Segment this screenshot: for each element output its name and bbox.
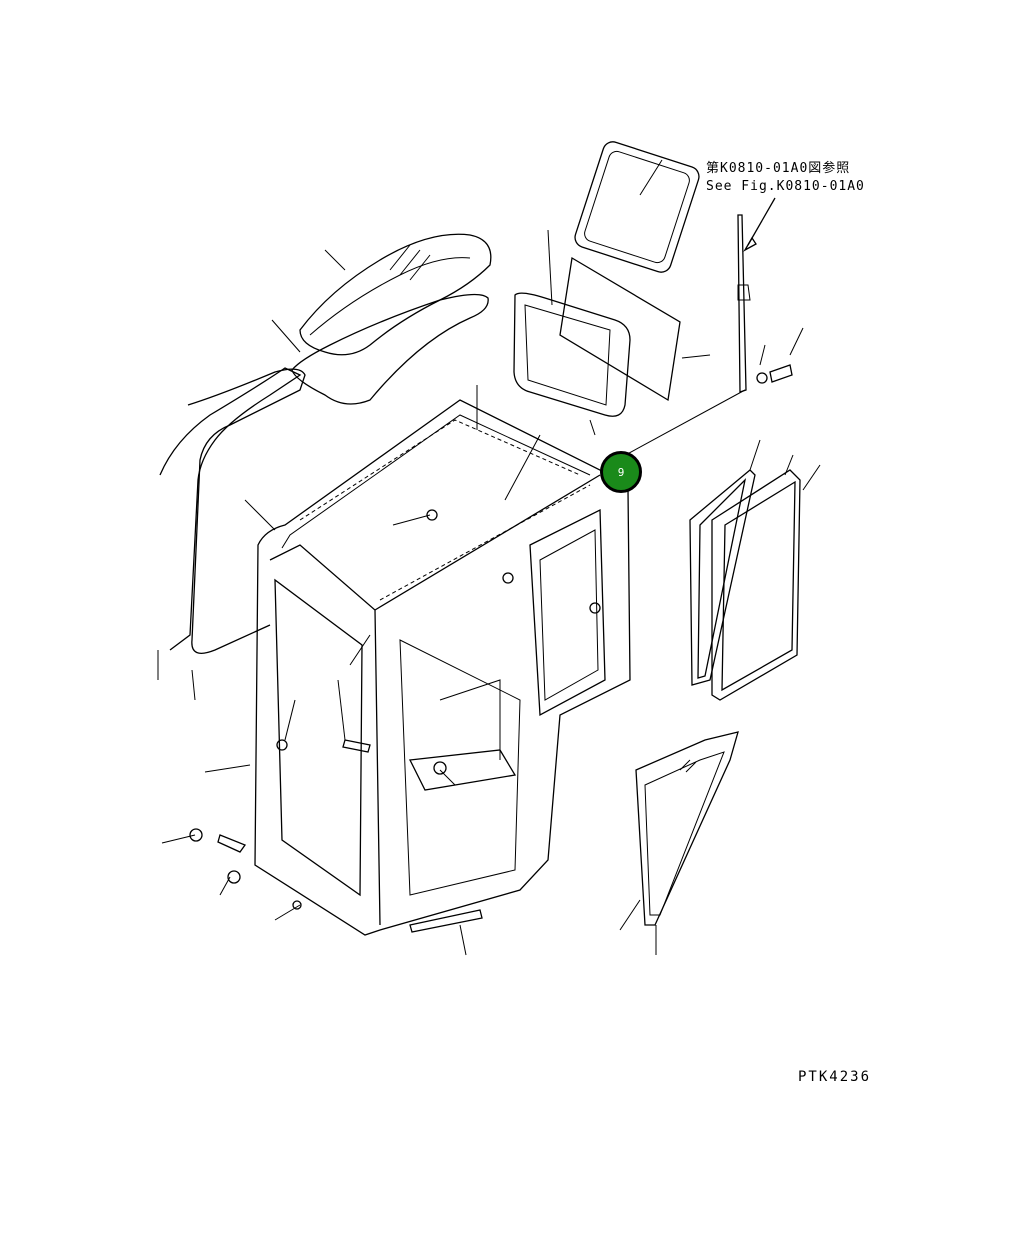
rear-window-seal-upper — [574, 141, 700, 273]
side-panel — [711, 469, 801, 701]
reference-note: 第K0810-01A0図参照 See Fig.K0810-01A0 — [706, 160, 865, 196]
cab-frame — [254, 399, 631, 936]
lower-side-glass — [635, 731, 739, 926]
drawing-id: PTK4236 — [798, 1069, 872, 1085]
front-window-glass — [159, 367, 302, 651]
antenna-rod — [737, 197, 793, 393]
part-callout-9[interactable]: 9 — [600, 451, 642, 493]
rear-window-glass — [559, 256, 681, 402]
front-window-seal — [187, 368, 306, 654]
hardware-bolts — [189, 509, 601, 910]
roof-seal — [291, 293, 489, 405]
reference-note-jp: 第K0810-01A0図参照 — [706, 161, 851, 176]
leader-lines — [157, 159, 821, 956]
roof-glass — [299, 233, 492, 356]
door-sill — [409, 909, 483, 933]
callout-label: 9 — [617, 465, 625, 479]
side-window-seal — [689, 469, 756, 686]
rear-window-seal-lower — [513, 292, 631, 417]
reference-note-en: See Fig.K0810-01A0 — [706, 179, 865, 194]
